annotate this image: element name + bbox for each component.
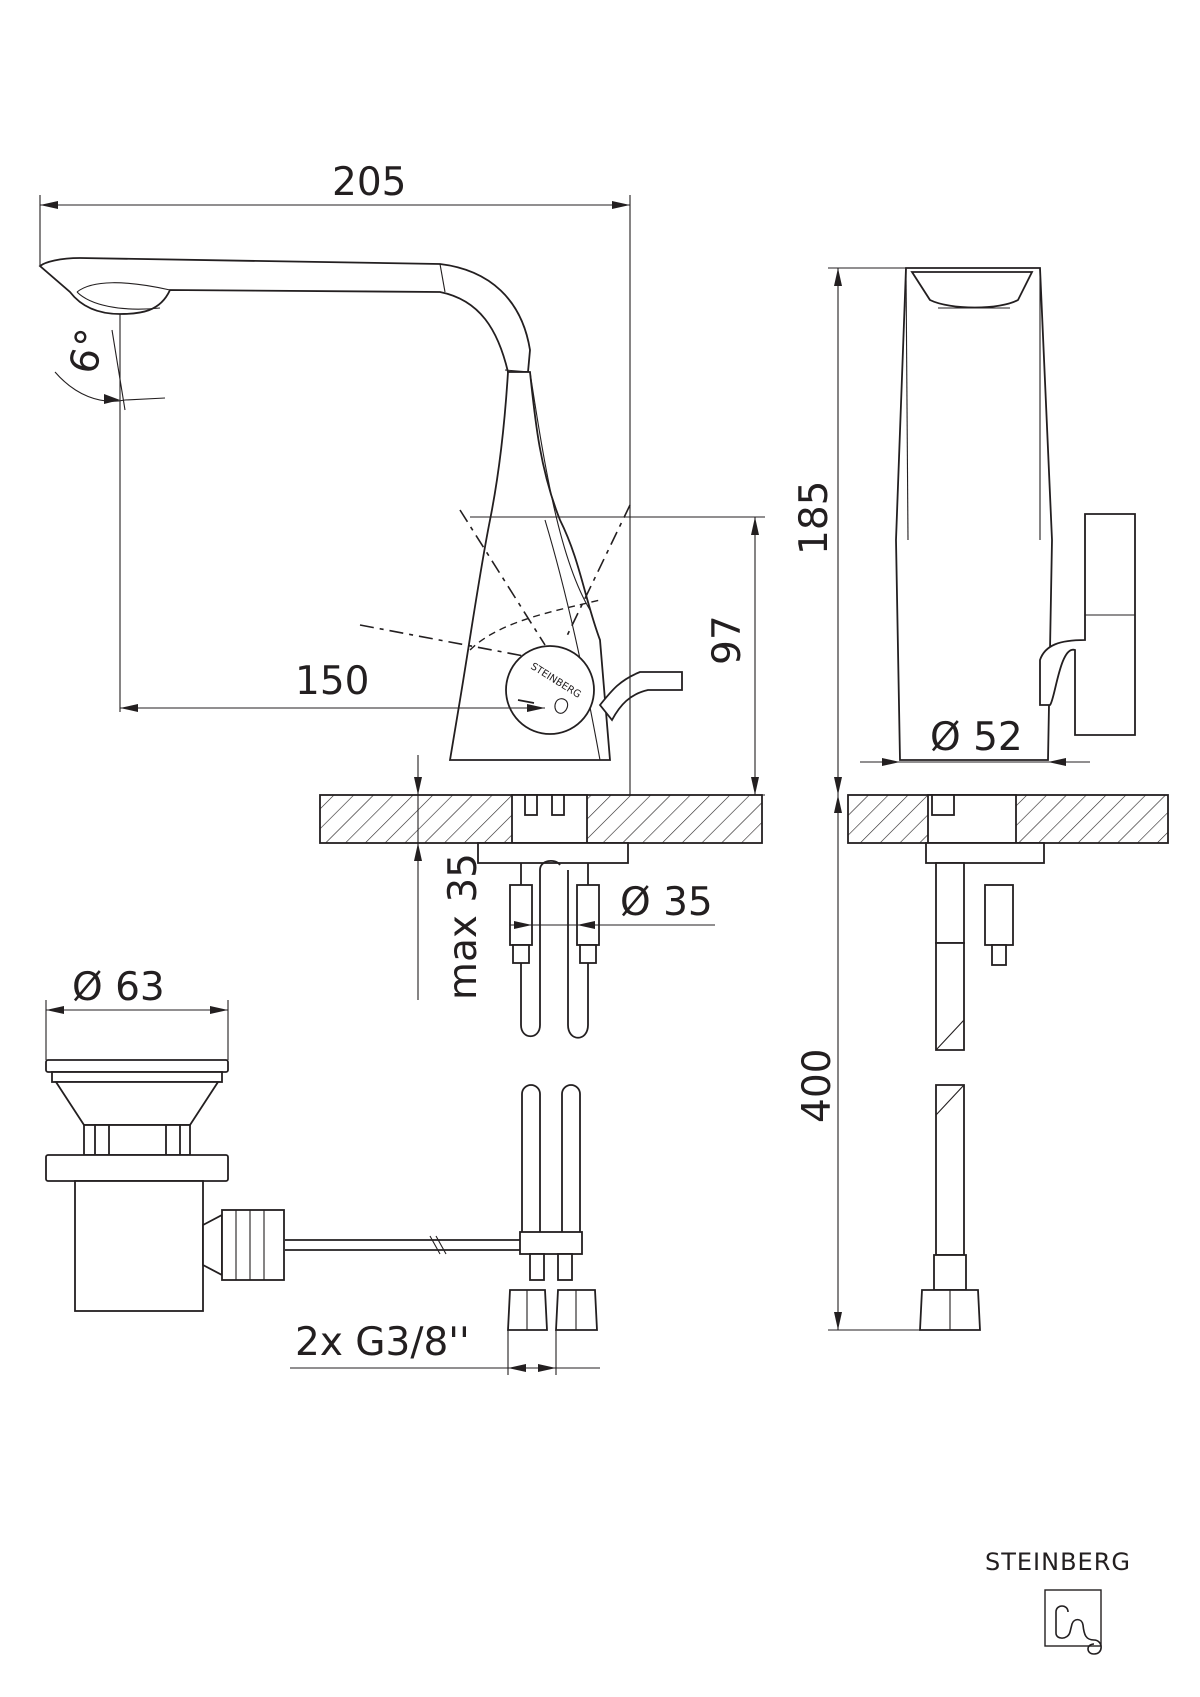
dim-connection-diameter: Ø 35 (620, 880, 713, 925)
brand-logo-text: STEINBERG (985, 1548, 1131, 1576)
steinberg-logo-icon (1044, 1589, 1102, 1655)
dim-overall-height: 185 (792, 481, 837, 555)
dim-lever-height: 97 (705, 615, 750, 665)
mixer-front-view (847, 267, 1169, 1331)
dimension-lines (39, 195, 1090, 1375)
dim-spout-angle: 6° (61, 325, 114, 378)
dim-waste-diameter: Ø 63 (72, 965, 165, 1010)
pop-up-waste (45, 1059, 285, 1312)
waste-plug (45, 1059, 229, 1073)
lever-alt-position-2 (359, 624, 546, 661)
lever-alt-position-3 (564, 504, 631, 641)
mixer-side-view: STEINBERG (38, 257, 763, 1331)
waste-body (74, 1180, 204, 1312)
supply-hose (520, 963, 541, 1038)
waste-flange (45, 1154, 229, 1182)
lever-alt-position-1 (459, 509, 546, 646)
hose-clamp (519, 1231, 583, 1255)
lever-handle (598, 671, 683, 722)
dim-connections: 2x G3/8'' (295, 1320, 470, 1365)
dim-body-diameter: Ø 52 (930, 715, 1023, 760)
mounting-plate (477, 842, 629, 864)
front-body (895, 267, 1053, 761)
dim-hose-length: 400 (795, 1049, 840, 1123)
spout (38, 257, 531, 373)
front-aerator (910, 271, 1034, 309)
dim-axis-to-spout: 150 (295, 659, 369, 704)
dim-deck-thickness: max 35 (441, 853, 486, 1000)
brand-logo: STEINBERG (985, 1548, 1131, 1655)
front-lever (1039, 513, 1136, 736)
cartridge-cap (505, 645, 595, 735)
dim-spout-reach: 205 (332, 160, 406, 205)
